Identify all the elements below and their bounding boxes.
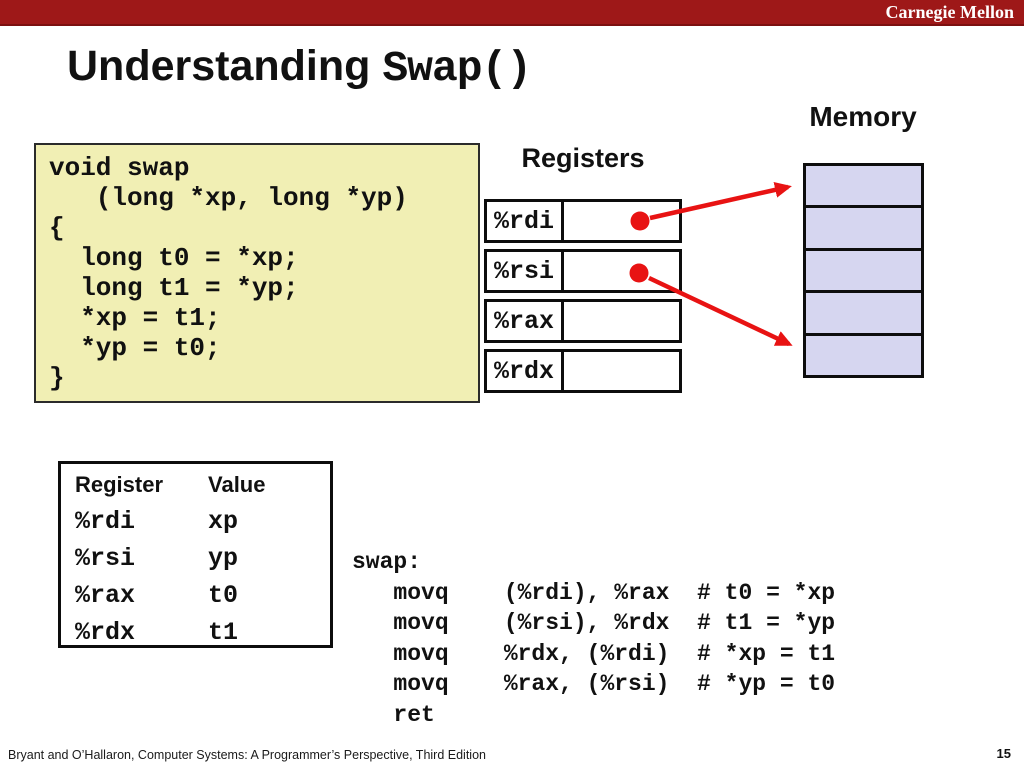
memory-cell: [806, 293, 921, 336]
table-header-value: Value: [208, 472, 266, 497]
memory-column: [803, 163, 924, 378]
register-value-cell: [564, 302, 679, 340]
table-cell-value: yp: [208, 544, 239, 573]
register-row-rdx: %rdx: [484, 349, 682, 393]
register-label: %rdi: [487, 202, 564, 240]
c-code: void swap (long *xp, long *yp) { long t0…: [49, 153, 408, 393]
register-row-rdi: %rdi: [484, 199, 682, 243]
footer-citation: Bryant and O’Hallaron, Computer Systems:…: [8, 748, 486, 762]
register-label: %rsi: [487, 252, 564, 290]
register-row-rsi: %rsi: [484, 249, 682, 293]
table-cell-value: xp: [208, 507, 239, 536]
register-row-rax: %rax: [484, 299, 682, 343]
register-value-cell: [564, 352, 679, 390]
table-cell-register: %rax: [75, 581, 136, 610]
table-cell-value: t0: [208, 581, 239, 610]
memory-heading: Memory: [809, 101, 917, 132]
top-banner: Carnegie Mellon: [0, 0, 1024, 26]
memory-cell: [806, 335, 921, 376]
register-label: %rdx: [487, 352, 564, 390]
c-code-box: void swap (long *xp, long *yp) { long t0…: [34, 143, 480, 403]
page-title: Understanding Swap(): [67, 42, 532, 93]
page-title-code: Swap(): [382, 44, 532, 93]
memory-cell: [806, 166, 921, 209]
page-title-text: Understanding: [67, 42, 383, 90]
register-value-table: Register Value %rdi xp %rsi yp %rax t0 %…: [58, 461, 333, 648]
table-header-register: Register: [75, 472, 164, 497]
register-label: %rax: [487, 302, 564, 340]
page-number: 15: [996, 746, 1011, 761]
registers-heading: Registers: [521, 143, 645, 173]
table-cell-value: t1: [208, 618, 239, 647]
assembly-code: swap: movq (%rdi), %rax # t0 = *xp movq …: [352, 549, 836, 728]
memory-cell: [806, 250, 921, 294]
table-cell-register: %rdx: [75, 618, 136, 647]
brand-wordmark: Carnegie Mellon: [885, 2, 1014, 22]
register-value-cell: [564, 202, 679, 240]
table-cell-register: %rsi: [75, 544, 136, 573]
register-value-cell: [564, 252, 679, 290]
table-cell-register: %rdi: [75, 507, 136, 536]
memory-cell: [806, 208, 921, 251]
